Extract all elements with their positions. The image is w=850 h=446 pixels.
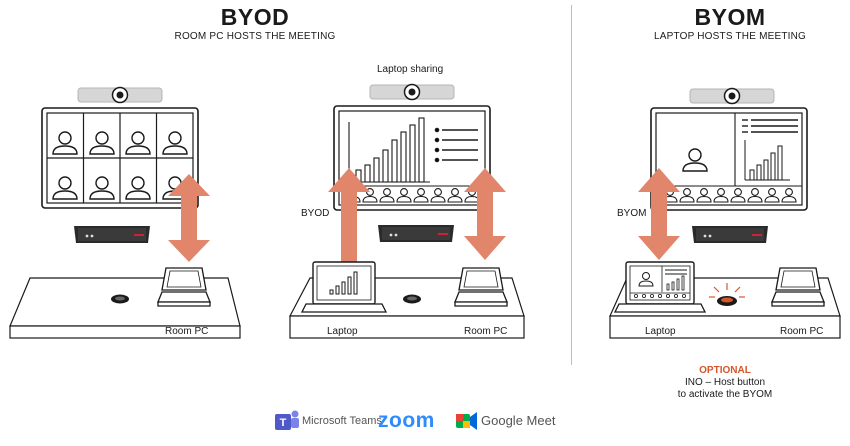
google-meet-logo-text: Google Meet	[481, 413, 556, 428]
scene1-arrow	[168, 174, 210, 262]
laptop-sharing-caption: Laptop sharing	[377, 64, 444, 75]
optional-label: OPTIONAL	[699, 365, 751, 376]
scene2-room-pc-label: Room PC	[464, 326, 508, 337]
scene3-room-pc-label: Room PC	[780, 326, 824, 337]
scene1-tablet	[157, 267, 211, 307]
scene2-camera	[369, 83, 455, 101]
scene2-laptop	[300, 261, 388, 313]
scene1-puck	[111, 294, 129, 304]
scene1-room-pc-label: Room PC	[165, 326, 209, 337]
scene3-arrow	[638, 168, 680, 260]
byod-subtitle: ROOM PC HOSTS THE MEETING	[174, 31, 336, 42]
byom-title: BYOM	[694, 4, 766, 30]
scene3-laptop-label: Laptop	[645, 326, 676, 337]
scene2-arrow-double	[464, 168, 506, 260]
scene3-room-box	[692, 226, 768, 243]
scene2-arrow-up	[328, 168, 370, 265]
google-meet-icon	[456, 412, 477, 430]
scene2-laptop-label: Laptop	[327, 326, 358, 337]
scene2-display	[333, 105, 491, 211]
zoom-logo-text: zoom	[378, 409, 435, 432]
scene2-byod-label: BYOD	[301, 208, 330, 219]
svg-text:T: T	[280, 417, 287, 429]
scene3-display	[650, 107, 808, 211]
scene3-laptop	[613, 261, 707, 313]
optional-line-2: to activate the BYOM	[677, 389, 773, 400]
scene1-room-box	[74, 226, 150, 243]
scene2-puck	[403, 294, 421, 304]
teams-icon: T	[275, 410, 299, 430]
scene3-byom-label: BYOM	[617, 208, 647, 219]
scene2-tablet	[454, 267, 508, 307]
byod-title: BYOD	[220, 4, 290, 30]
scene3-tablet	[771, 267, 825, 307]
scene3-host-button	[709, 283, 745, 306]
byom-subtitle: LAPTOP HOSTS THE MEETING	[653, 31, 807, 42]
scene2-room-box	[378, 225, 454, 242]
optional-line-1: INO – Host button	[684, 377, 766, 388]
section-divider	[571, 5, 572, 365]
scene1-display	[41, 107, 199, 209]
teams-logo-text: Microsoft Teams	[302, 415, 382, 427]
scene3-camera	[689, 87, 775, 105]
scene1-camera	[77, 86, 163, 104]
